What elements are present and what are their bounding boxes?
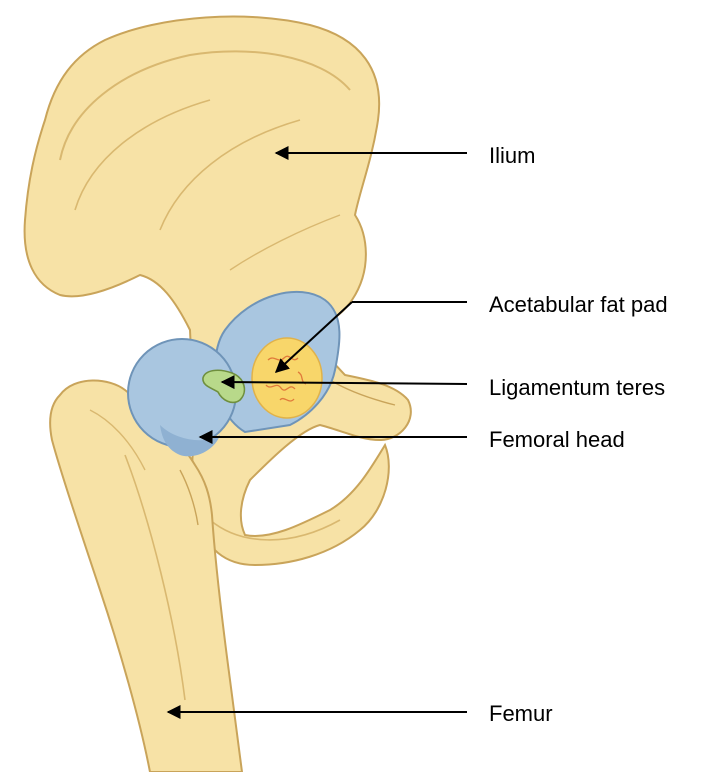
label-ligamentum-teres: Ligamentum teres	[489, 377, 665, 399]
acetabular-fat-pad	[252, 338, 322, 418]
label-femoral-head: Femoral head	[489, 429, 625, 451]
label-ilium: Ilium	[489, 145, 535, 167]
label-acetabular-fat-pad: Acetabular fat pad	[489, 294, 668, 316]
label-femur: Femur	[489, 703, 553, 725]
